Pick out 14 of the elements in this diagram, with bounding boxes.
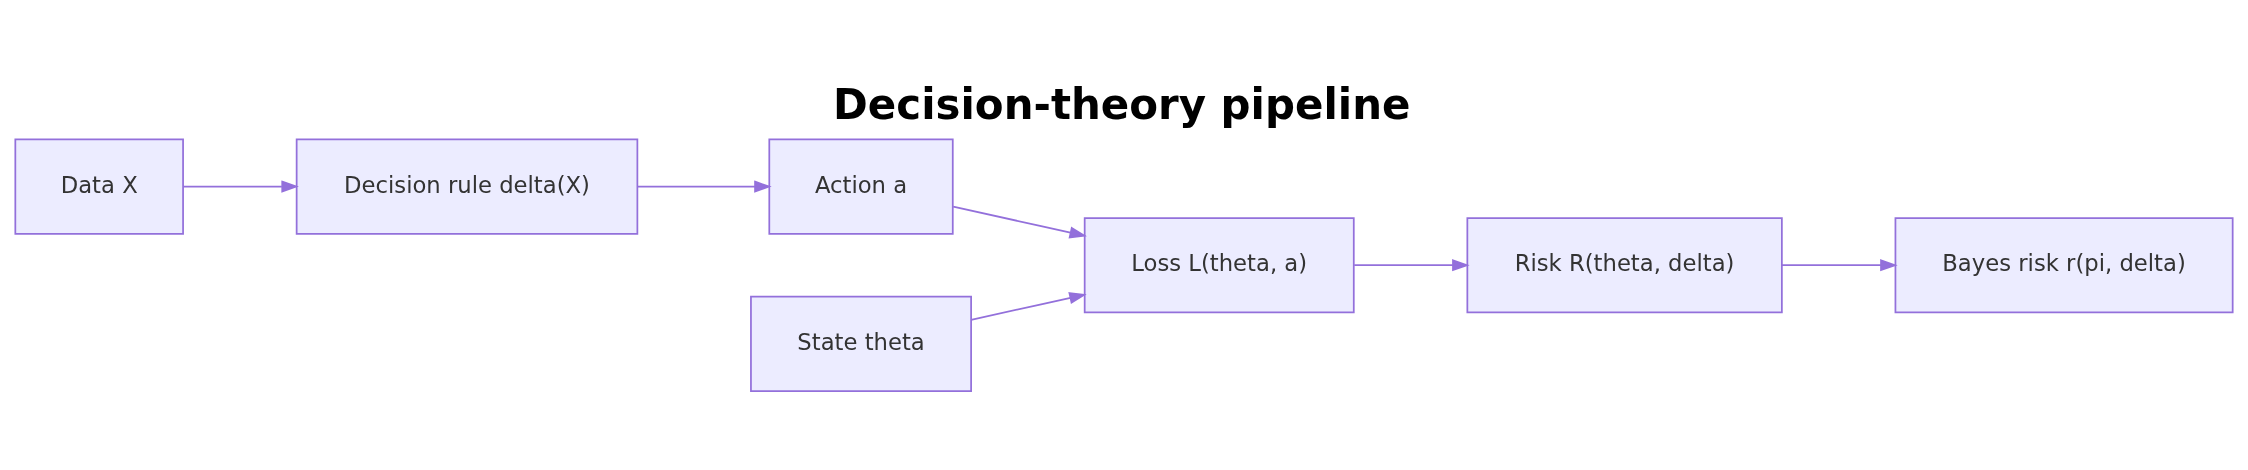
arrow [1781, 258, 1898, 271]
arrow [636, 179, 772, 193]
arrow [182, 179, 299, 193]
arrow [970, 291, 1087, 321]
arrow [1353, 258, 1470, 271]
node-box: Decision rule delta(X) [295, 138, 639, 235]
node-box: Loss L(theta, a) [1083, 216, 1355, 313]
node-box: Data X [14, 138, 184, 235]
node-box: State theta [750, 295, 972, 392]
arrow [952, 205, 1087, 238]
node-box: Bayes risk r(pi, delta) [1894, 216, 2234, 313]
node-box: Risk R(theta, delta) [1466, 216, 1783, 313]
diagram-title: Decision-theory pipeline [833, 79, 1411, 129]
node-box: Action a [768, 138, 954, 235]
